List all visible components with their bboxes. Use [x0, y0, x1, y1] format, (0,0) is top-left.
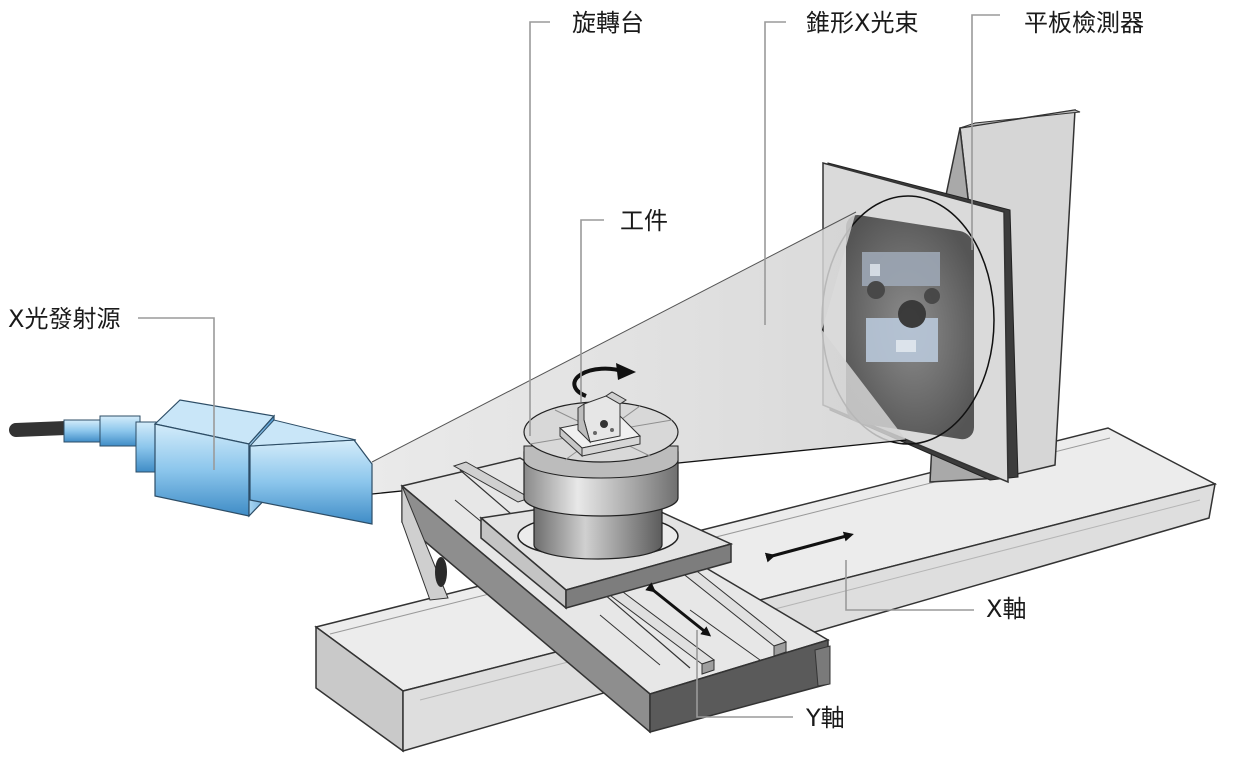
flat-panel-detector — [821, 162, 1019, 484]
label-xray-source: X光發射源 — [8, 305, 121, 333]
projected-workpiece-image — [862, 252, 940, 362]
leader-xray-source — [138, 317, 215, 470]
leader-detector — [971, 14, 1000, 250]
label-flat-panel-detector: 平板檢測器 — [1024, 9, 1144, 37]
leader-cone-beam — [764, 21, 786, 325]
label-y-axis: Y軸 — [806, 704, 845, 732]
leader-workpiece — [580, 219, 604, 402]
label-rotary-table: 旋轉台 — [572, 9, 644, 37]
x-axis-arrow — [764, 531, 854, 563]
label-cone-beam: 錐形X光束 — [806, 9, 919, 37]
label-x-axis: X軸 — [986, 595, 1027, 623]
leader-x-axis — [845, 560, 974, 611]
xray-source — [9, 399, 373, 525]
workpiece — [558, 391, 642, 458]
label-workpiece: 工件 — [620, 207, 668, 235]
y-axis-arrow — [645, 582, 712, 637]
leader-rotary-table — [529, 21, 550, 436]
leader-lines — [138, 14, 1000, 718]
leader-y-axis — [696, 630, 793, 718]
